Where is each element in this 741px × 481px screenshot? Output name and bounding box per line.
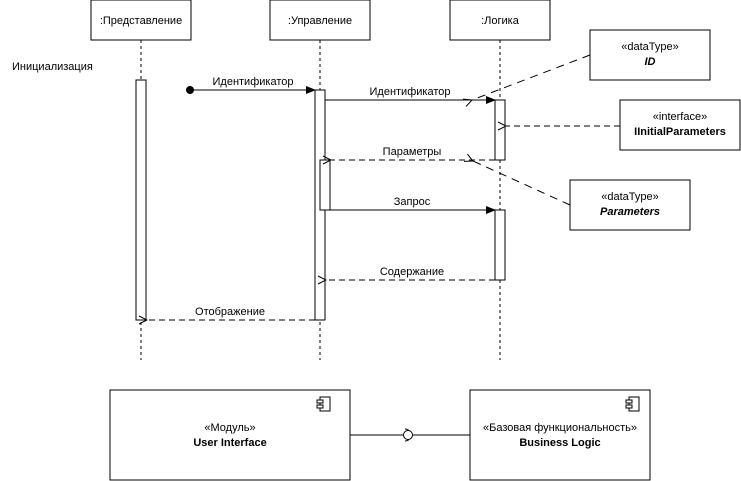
participant-control-label: :Управление: [288, 15, 352, 27]
participant-view[interactable]: :Представление: [90, 0, 192, 41]
assembly-connector: [350, 428, 470, 442]
note-id[interactable]: «dataType» ID: [589, 29, 711, 81]
lollipop-icon: [403, 430, 413, 440]
note-stereotype: «interface»: [653, 111, 707, 123]
message-label: Отображение: [195, 306, 265, 318]
message-identifier[interactable]: Идентификатор: [325, 86, 496, 104]
participant-control[interactable]: :Управление: [269, 0, 371, 41]
component-name: User Interface: [193, 437, 266, 449]
note-stereotype: «dataType»: [621, 41, 679, 53]
message-label: Запрос: [394, 196, 431, 208]
message-request[interactable]: Запрос: [330, 196, 496, 214]
component-stereotype: «Модуль»: [204, 422, 255, 434]
note-connector-parameters: [473, 161, 571, 206]
note-name: IInitialParameters: [634, 126, 726, 138]
note-name: ID: [645, 56, 656, 68]
component-stereotype: «Базовая функциональность»: [483, 422, 637, 434]
activation-logic-2: [494, 209, 506, 281]
message-content[interactable]: Содержание: [326, 266, 495, 280]
component-icon: [316, 396, 331, 412]
message-label: Параметры: [383, 146, 442, 158]
initialization-label: Инициализация: [12, 61, 93, 73]
message-display[interactable]: Отображение: [147, 306, 315, 320]
message-label: Содержание: [380, 266, 444, 278]
participant-logic-label: :Логика: [481, 15, 520, 27]
note-parameters[interactable]: «dataType» Parameters: [569, 179, 691, 231]
message-parameters[interactable]: Параметры: [331, 146, 495, 160]
note-name: Parameters: [600, 206, 660, 218]
participant-logic[interactable]: :Логика: [449, 0, 551, 41]
message-found-identifier[interactable]: Идентификатор: [186, 76, 316, 94]
activation-logic-1: [494, 99, 506, 161]
note-iinitialparameters[interactable]: «interface» IInitialParameters: [619, 99, 741, 151]
activation-view: [135, 79, 147, 321]
message-label: Идентификатор: [213, 76, 294, 88]
note-connector-id: [472, 54, 591, 100]
activation-control-nested: [319, 159, 331, 211]
note-stereotype: «dataType»: [601, 191, 659, 203]
component-icon: [625, 396, 640, 412]
component-name: Business Logic: [519, 437, 600, 449]
component-user-interface[interactable]: «Модуль» User Interface: [109, 389, 351, 481]
message-label: Идентификатор: [370, 86, 451, 98]
participant-view-label: :Представление: [100, 15, 182, 27]
component-business-logic[interactable]: «Базовая функциональность» Business Logi…: [469, 389, 651, 481]
